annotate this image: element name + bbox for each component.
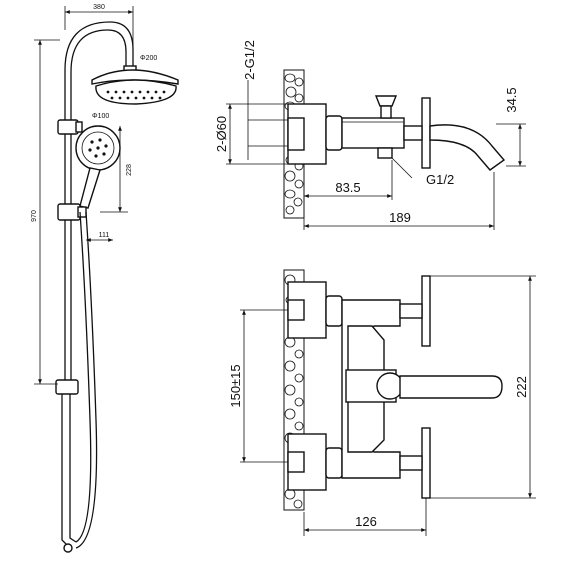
side-view-drawing: 2-G1/2 2-Ø60 34.5 G1/2 83.5 189: [214, 40, 526, 230]
dim-head-diameter: Φ200: [140, 55, 157, 62]
riser-pipe-inner: [70, 29, 127, 382]
shower-head: [91, 65, 179, 105]
spout-side: [429, 124, 506, 171]
dim-holder-height: 228: [126, 164, 133, 176]
mixer-body-side: [341, 117, 405, 149]
top-view-drawing: 150±15 222 126: [228, 269, 536, 536]
riser-pipe: [64, 21, 134, 382]
dim-inner-depth: 83.5: [335, 180, 360, 195]
dim-thread: 2-G1/2: [242, 40, 257, 80]
dim-depth: 126: [355, 514, 377, 529]
dim-rosette: 2-Ø60: [214, 116, 229, 152]
dim-hand-diameter: Φ100: [92, 113, 109, 120]
dim-centers: 150±15: [228, 364, 243, 407]
dim-width: 380: [93, 4, 105, 11]
handle-top: [374, 95, 398, 107]
hand-shower: [75, 125, 121, 209]
outlet: [377, 147, 393, 159]
diverter: [55, 379, 79, 395]
inlet-upper: [287, 281, 327, 339]
dim-total-depth: 189: [389, 210, 411, 225]
cross-handle-upper: [421, 275, 431, 347]
dim-total-height: 970: [31, 210, 38, 222]
cross-handle-side: [421, 97, 431, 169]
shower-column-drawing: 380 Φ200 Φ100 228 970 111: [31, 4, 179, 553]
dim-length: 222: [514, 376, 529, 398]
slider-upper: [57, 119, 79, 135]
hose: [75, 211, 98, 549]
diverter-knob: [376, 372, 404, 400]
cross-handle-lower: [421, 427, 431, 499]
dim-height: 34.5: [504, 87, 519, 112]
dim-offset: 111: [99, 232, 110, 239]
dim-outlet-thread: G1/2: [426, 172, 454, 187]
spout-top: [399, 375, 503, 399]
slider-middle: [57, 203, 81, 221]
